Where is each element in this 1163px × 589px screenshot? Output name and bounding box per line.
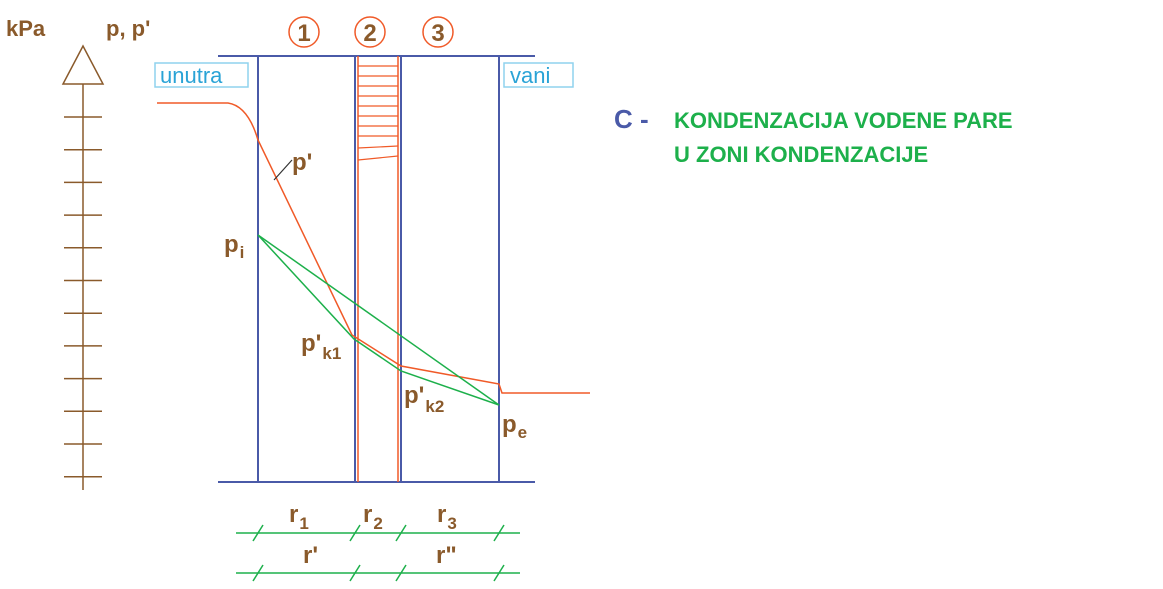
- outside-label-box: [503, 62, 574, 88]
- p-e-label: pe: [502, 411, 527, 442]
- axis-ticks: [64, 116, 102, 478]
- layer-marker-1: 1: [288, 16, 320, 48]
- p-i-label: pi: [224, 231, 244, 262]
- p-k1-label: p'k1: [301, 330, 341, 363]
- dimension-ticks-layers: [252, 524, 505, 542]
- layer-number-3: 3: [431, 20, 444, 47]
- layer-marker-3: 3: [422, 16, 454, 48]
- layer-2-hatching: [357, 65, 399, 161]
- inside-label: unutra: [160, 63, 223, 88]
- side-labels: unutra vani: [154, 62, 574, 88]
- vapour-line-without-condensation: [257, 234, 500, 406]
- axis-unit-label: kPa: [6, 16, 46, 41]
- axis-arrow-icon: [61, 44, 105, 85]
- layer-number-1: 1: [297, 20, 310, 47]
- r3-label: r3: [437, 501, 457, 533]
- heading-letter: C -: [614, 104, 649, 134]
- p-prime-leader-line: [273, 159, 293, 181]
- layer-marker-2: 2: [354, 16, 386, 48]
- r2-label: r2: [363, 501, 383, 533]
- heading: C - KONDENZACIJA VODENE PARE U ZONI KOND…: [614, 104, 1013, 167]
- layer-number-2: 2: [363, 20, 376, 47]
- vapour-pressure-lines: [257, 234, 500, 406]
- outside-label: vani: [510, 63, 550, 88]
- axis-quantity-label: p, p': [106, 16, 150, 41]
- vapour-line-with-condensation: [257, 234, 500, 406]
- curve-labels: p' pi p'k1 p'k2 pe: [224, 149, 527, 442]
- inside-label-box: [154, 62, 249, 88]
- r-prime-label: r': [303, 542, 318, 569]
- layer-markers: 1 2 3: [288, 16, 454, 48]
- saturation-pressure-curve: [157, 102, 590, 394]
- wall-structure: [218, 55, 535, 483]
- heading-line-1: KONDENZACIJA VODENE PARE: [674, 108, 1013, 133]
- pressure-axis: kPa p, p': [6, 16, 150, 490]
- p-prime-label: p': [292, 149, 312, 176]
- r-double-prime-label: r": [436, 542, 457, 569]
- dimension-ticks-zones: [252, 564, 505, 582]
- p-k2-label: p'k2: [404, 382, 444, 416]
- heading-line-2: U ZONI KONDENZACIJE: [674, 142, 928, 167]
- resistance-dimensions: r1 r2 r3 r' r": [236, 501, 520, 582]
- r1-label: r1: [289, 501, 309, 533]
